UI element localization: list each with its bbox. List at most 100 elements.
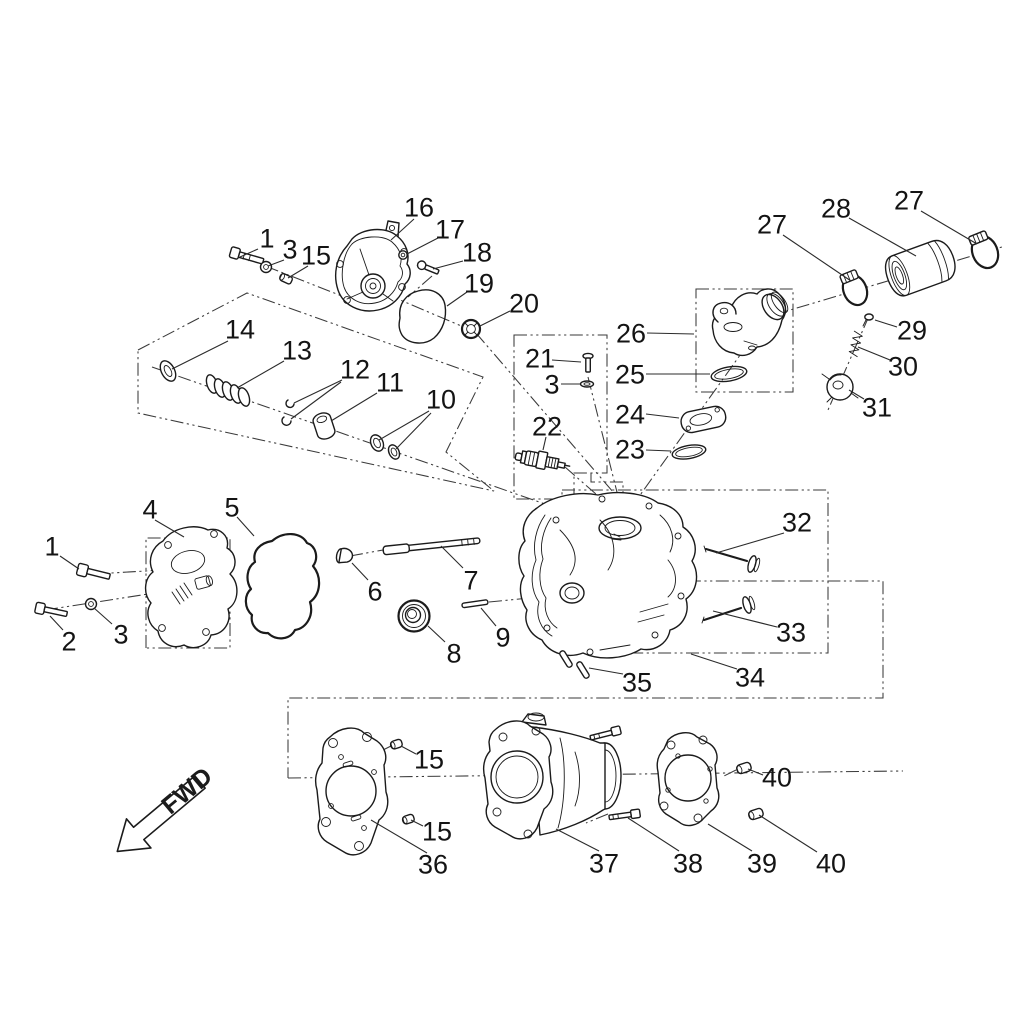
callout-38: 38 bbox=[673, 848, 703, 878]
leader-line-37 bbox=[555, 828, 600, 852]
leader-line-12 bbox=[293, 379, 343, 404]
washer-3-mid bbox=[579, 380, 595, 388]
callout-23: 23 bbox=[615, 434, 645, 464]
callout-27: 27 bbox=[757, 209, 787, 239]
spring-30 bbox=[848, 330, 863, 358]
callout-4: 4 bbox=[142, 494, 157, 524]
dowel-40-upper bbox=[736, 761, 752, 775]
callout-30: 30 bbox=[888, 351, 918, 381]
clamp-27-outer bbox=[968, 230, 1000, 270]
bolt-38-lower bbox=[608, 808, 641, 821]
intake-manifold-26 bbox=[711, 288, 789, 357]
head-gasket-36 bbox=[314, 727, 389, 856]
intake-boot-28 bbox=[884, 239, 956, 297]
leader-line-23 bbox=[645, 449, 672, 452]
callout-40: 40 bbox=[762, 762, 792, 792]
leader-line-22 bbox=[542, 436, 547, 451]
exhaust-valve-33 bbox=[701, 595, 756, 624]
valve-lifter-11 bbox=[312, 412, 336, 440]
leader-line-39 bbox=[707, 823, 753, 852]
callout-20: 20 bbox=[509, 288, 539, 318]
clamp-27-inner bbox=[839, 269, 869, 307]
fwd-arrow bbox=[116, 775, 206, 853]
leader-line-20 bbox=[479, 310, 511, 327]
insulator-plate-24 bbox=[680, 405, 727, 434]
water-pump-cover-16 bbox=[335, 220, 411, 312]
mechanical-seal-20 bbox=[460, 318, 482, 340]
leader-line-34 bbox=[690, 653, 738, 670]
leader-line-18 bbox=[432, 260, 464, 270]
leader-line-5 bbox=[236, 516, 255, 537]
leader-line-13 bbox=[236, 360, 285, 389]
leader-line-26 bbox=[646, 332, 695, 335]
callout-31: 31 bbox=[862, 392, 892, 422]
leader-line-27 bbox=[920, 210, 978, 245]
leader-line-17 bbox=[406, 237, 439, 255]
callout-32: 32 bbox=[782, 507, 812, 537]
group-step-connector bbox=[590, 473, 624, 497]
leader-line-10 bbox=[395, 412, 432, 450]
callout-5: 5 bbox=[224, 492, 239, 522]
leader-line-9 bbox=[480, 607, 497, 627]
screw-21 bbox=[582, 352, 594, 373]
stud-7 bbox=[382, 537, 481, 556]
leader-line-8 bbox=[427, 625, 446, 643]
leader-line-11 bbox=[330, 392, 378, 422]
valve-keepers-12 bbox=[281, 399, 295, 426]
leader-line-31 bbox=[848, 389, 865, 400]
nut-3-top bbox=[259, 260, 273, 274]
leader-line-1 bbox=[239, 248, 259, 258]
dowel-15-upper bbox=[389, 738, 403, 750]
cap-nut-6 bbox=[335, 547, 354, 564]
callout-28: 28 bbox=[821, 193, 851, 223]
spark-plug-22 bbox=[514, 450, 571, 470]
screw-18 bbox=[416, 260, 440, 275]
callout-26: 26 bbox=[616, 318, 646, 348]
leader-line-15 bbox=[400, 745, 417, 755]
leader-line-2 bbox=[49, 615, 64, 631]
screw-29 bbox=[862, 313, 874, 327]
leader-line-33 bbox=[712, 610, 778, 628]
leader-line-35 bbox=[588, 667, 624, 675]
callout-36: 36 bbox=[418, 849, 448, 879]
callout-13: 13 bbox=[282, 335, 312, 365]
leader-line-24 bbox=[645, 413, 680, 419]
leader-line-3 bbox=[267, 259, 285, 267]
callout-35: 35 bbox=[622, 667, 652, 697]
valve-spring-13 bbox=[205, 374, 251, 407]
leader-line-29 bbox=[874, 319, 898, 328]
oring-25 bbox=[710, 365, 748, 383]
leader-line-14 bbox=[171, 340, 229, 370]
callout-37: 37 bbox=[589, 848, 619, 878]
leader-line-28 bbox=[848, 217, 917, 257]
callout-2: 2 bbox=[61, 626, 76, 656]
callout-10: 10 bbox=[426, 384, 456, 414]
callout-1: 1 bbox=[259, 223, 274, 253]
intake-valve-32 bbox=[703, 545, 761, 573]
dowel-40-lower bbox=[748, 807, 764, 821]
callout-3: 3 bbox=[544, 369, 559, 399]
group-plug-outline bbox=[513, 334, 608, 500]
callout-3: 3 bbox=[113, 619, 128, 649]
leader-line-19 bbox=[446, 291, 468, 307]
leader-line-7 bbox=[440, 545, 464, 569]
leader-line-32 bbox=[715, 532, 785, 554]
callout-27: 27 bbox=[894, 185, 924, 215]
callout-15: 15 bbox=[414, 744, 444, 774]
cylinder-block-37 bbox=[482, 712, 622, 840]
callout-9: 9 bbox=[495, 622, 510, 652]
leader-line-1 bbox=[59, 555, 80, 570]
nut-17 bbox=[398, 250, 408, 260]
group-valvetrain-outline bbox=[137, 292, 495, 492]
leader-line-30 bbox=[857, 346, 891, 361]
callout-17: 17 bbox=[435, 214, 465, 244]
bolt-38-upper bbox=[589, 725, 622, 741]
leader-line-4 bbox=[154, 519, 185, 538]
callout-1: 1 bbox=[44, 531, 59, 561]
callout-19: 19 bbox=[464, 268, 494, 298]
callout-14: 14 bbox=[225, 314, 255, 344]
leader-line-15 bbox=[287, 265, 309, 279]
parts-layer bbox=[34, 220, 1000, 856]
group-valves-outline bbox=[287, 580, 884, 778]
